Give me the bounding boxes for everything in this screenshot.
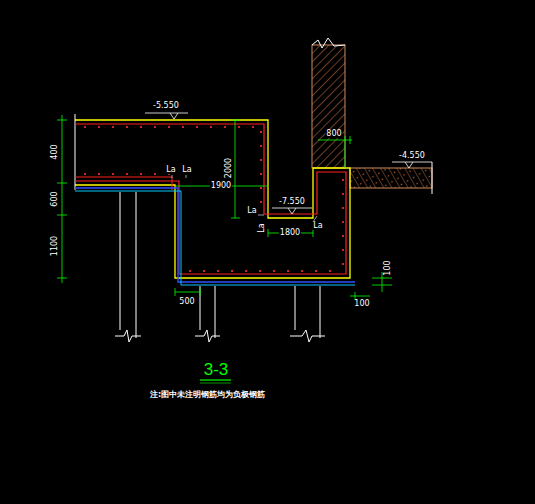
- brick-wall: [312, 45, 345, 168]
- dimension-text: 1800: [279, 229, 301, 237]
- dimension-text: 600: [51, 190, 59, 207]
- waterproof-layer: [75, 188, 355, 282]
- elevation-label: -7.550: [278, 198, 306, 206]
- anchor-label: La: [165, 166, 176, 174]
- note-caption: 注:图中未注明钢筋均为负极钢筋: [150, 391, 265, 399]
- anchor-label: La: [246, 207, 257, 215]
- dimension-text: 500: [178, 298, 195, 306]
- dimension-text: 1100: [51, 235, 59, 257]
- dimension-text: 100: [384, 259, 392, 276]
- break-line: [432, 162, 433, 194]
- elevation-label: -4.550: [398, 152, 426, 160]
- elevation-label: -5.550: [152, 102, 180, 110]
- rebar-line: [75, 124, 346, 274]
- concrete-outline: [75, 120, 350, 278]
- anchor-leader: [172, 175, 317, 222]
- dimension-text: 2000: [225, 157, 233, 179]
- section-title: 3-3: [204, 361, 229, 378]
- anchor-label: La: [181, 166, 192, 174]
- dimension-text: 400: [51, 143, 59, 160]
- anchor-label: La: [312, 222, 323, 230]
- dimension-line: [57, 115, 392, 300]
- title-underline: [200, 383, 231, 384]
- pile: [115, 192, 325, 342]
- anchor-label: La: [258, 222, 266, 233]
- waterproof-layer: [75, 191, 355, 285]
- dimension-text: 100: [353, 300, 370, 308]
- floor-slab: [350, 168, 432, 188]
- dimension-text: 800: [325, 130, 342, 138]
- elevation-marker: [145, 113, 432, 214]
- break-mark: [312, 38, 345, 48]
- title-underline: [200, 379, 231, 380]
- dimension-text: 1900: [210, 182, 232, 190]
- rebar-dots: [84, 126, 344, 272]
- break-line: [75, 114, 76, 190]
